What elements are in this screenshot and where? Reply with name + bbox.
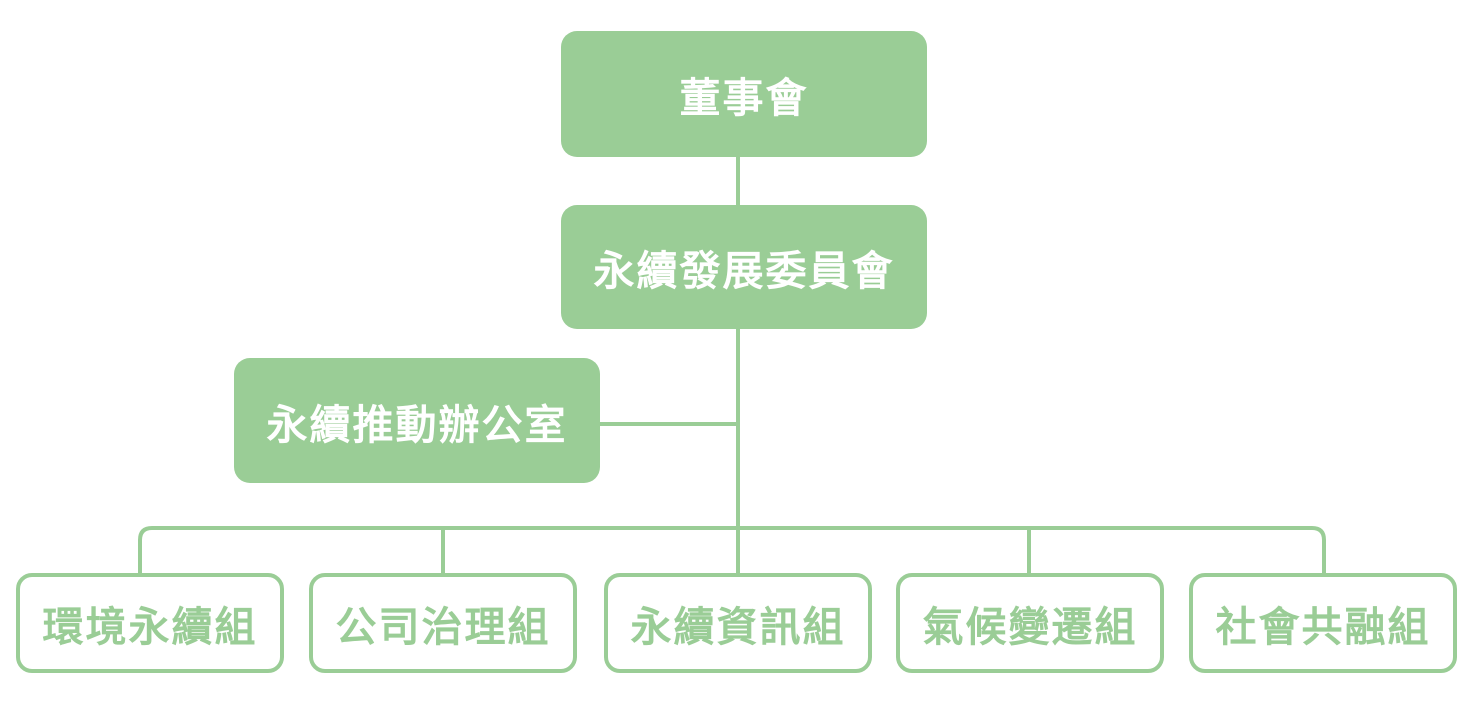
node-office: 永續推動辦公室 <box>234 358 600 483</box>
node-group-climate: 氣候變遷組 <box>896 573 1164 673</box>
node-committee-label: 永續發展委員會 <box>593 247 895 295</box>
node-board: 董事會 <box>561 31 927 157</box>
node-office-label: 永續推動辦公室 <box>266 400 568 449</box>
node-group-label: 環境永續組 <box>42 603 258 651</box>
node-group-governance: 公司治理組 <box>309 573 577 673</box>
node-board-label: 董事會 <box>679 74 809 122</box>
node-group-label: 氣候變遷組 <box>922 603 1138 651</box>
node-group-label: 永續資訊組 <box>630 603 846 651</box>
connector-groups-bus <box>138 526 1326 575</box>
node-group-environment: 環境永續組 <box>16 573 284 673</box>
node-group-label: 社會共融組 <box>1215 603 1431 651</box>
node-group-label: 公司治理組 <box>335 603 551 651</box>
node-group-information: 永續資訊組 <box>604 573 872 673</box>
node-group-social: 社會共融組 <box>1189 573 1457 673</box>
node-committee: 永續發展委員會 <box>561 205 927 329</box>
